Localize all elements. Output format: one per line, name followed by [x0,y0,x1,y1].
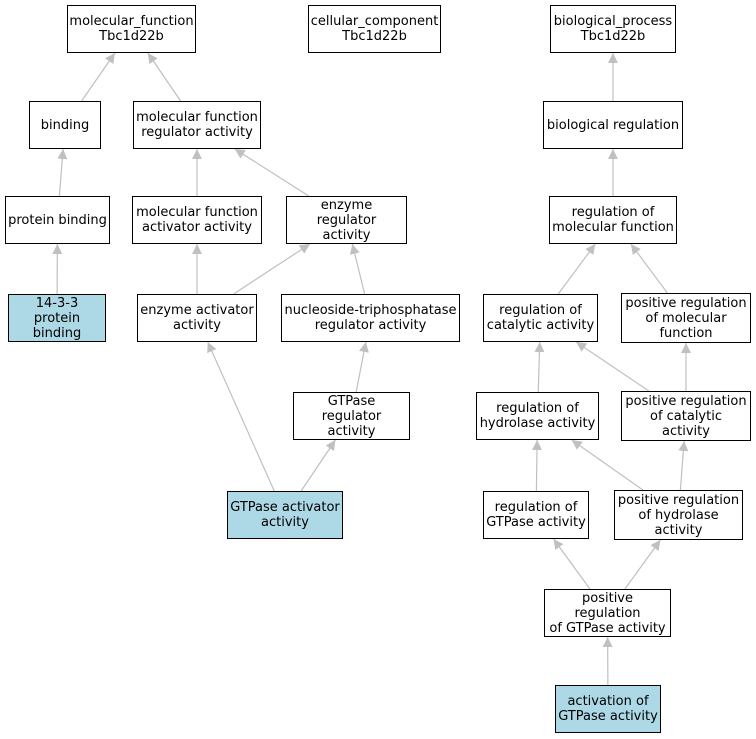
node-label-line: nucleoside-triphosphatase [284,303,457,318]
node-label-line: enzyme activator [140,303,254,318]
node-label-line: Tbc1d22b [342,29,407,44]
edge-gtpreg-to-ntp [355,341,369,393]
node-label-line: regulator activity [141,125,253,140]
node-label-line: activity [327,423,376,439]
node-14-3-3-protein-binding[interactable]: 14-3-3 protein binding [8,294,106,342]
node-label-line: molecular function [552,220,674,235]
edge-reggtp-to-reghyd [531,439,542,492]
node-label-line: regulation of [499,303,582,318]
node-label-line: cellular_component [310,14,439,29]
node-label-line: binding [32,325,82,341]
edge-gtpact-to-enzact [207,341,275,492]
node-biological-regulation[interactable]: biological regulation [543,101,683,149]
node-enzyme-activator-activity[interactable]: enzyme activator activity [137,294,257,342]
edge-posreghyd-to-posregcat [678,440,689,491]
node-label-line: regulation of [496,401,579,416]
edge-layer [52,52,691,686]
node-protein-binding[interactable]: protein binding [5,196,110,244]
node-label-line: of catalytic [649,408,722,424]
node-label-line: positive regulation [617,492,740,508]
node-label-line: positive regulation [625,393,747,409]
node-label-line: activator activity [142,220,252,235]
node-label-line: function [659,325,713,341]
edge-posreggtp-to-posreghyd [624,539,661,590]
node-positive-regulation-of-molecular-function[interactable]: positive regulation of molecular functio… [621,293,751,343]
edge-enzact-to-enzreg [233,243,311,295]
node-label-line: of GTPase activity [549,620,666,636]
edge-mfreg-to-mf [147,52,182,102]
node-positive-regulation-of-catalytic-activity[interactable]: positive regulation of catalytic activit… [621,391,751,441]
node-activation-of-gtpase-activity[interactable]: activation of GTPase activity [555,685,661,733]
node-regulation-of-molecular-function[interactable]: regulation of molecular function [549,196,677,244]
node-label-line: activity [322,227,371,243]
node-label-line: GTPase activity [558,709,658,724]
node-label-line: GTPase activity [486,515,586,530]
node-label-line: molecular function [136,110,258,125]
edge-protbind-to-binding [57,148,68,197]
node-label-line: activation of [567,694,649,709]
node-label-line: activity [654,522,703,538]
edge-posregmf-to-regmf [630,243,668,294]
node-label-line: regulation of [494,500,578,515]
edge-ntp-to-enzreg [349,243,366,295]
node-nucleoside-triphosphatase-regulator-activity[interactable]: nucleoside-triphosphatase regulator acti… [281,294,460,342]
node-label-line: biological_process [553,14,673,29]
node-label-line: activity [173,318,221,333]
node-molecular-function[interactable]: molecular_function Tbc1d22b [67,5,196,53]
node-label-line: activity [261,515,309,530]
node-label-line: Tbc1d22b [580,29,646,44]
node-label-line: Tbc1d22b [99,29,164,44]
node-label-line: protein binding [8,212,107,228]
node-label-line: GTPase activator [230,500,340,515]
node-positive-regulation-of-hydrolase-activity[interactable]: positive regulation of hydrolase activit… [614,490,743,540]
edge-posreghyd-to-reghyd [571,439,644,491]
edge-posregcat-to-regcat [575,341,650,392]
node-label-line: positive regulation [625,295,747,311]
node-gtpase-activator-activity[interactable]: GTPase activator activity [227,491,343,539]
node-label-line: GTPase regulator [321,393,382,424]
node-regulation-of-hydrolase-activity[interactable]: regulation of hydrolase activity [476,392,599,440]
node-label-line: of hydrolase [638,507,719,523]
node-cellular-component[interactable]: cellular_component Tbc1d22b [308,5,441,53]
node-regulation-of-catalytic-activity[interactable]: regulation of catalytic activity [483,294,598,342]
node-label-line: positive regulation [574,590,641,621]
node-label-line: enzyme regulator [316,197,377,228]
node-molecular-function-regulator-activity[interactable]: molecular function regulator activity [133,101,261,149]
edge-posreggtp-to-reggtp [553,538,591,590]
node-label-line: binding [40,117,90,133]
node-label-line: molecular_function [69,14,194,29]
node-biological-process[interactable]: biological_process Tbc1d22b [550,5,676,53]
edge-regcat-to-regmf [557,243,596,295]
edge-reghyd-to-regcat [534,341,545,393]
node-label-line: catalytic activity [486,318,595,333]
edge-enzreg-to-mfreg [234,148,310,197]
node-molecular-function-activator-activity[interactable]: molecular function activator activity [132,196,262,244]
node-label-line: hydrolase activity [479,416,596,431]
node-label-line: molecular function [136,205,258,220]
node-label-line: 14-3-3 protein [33,295,81,326]
node-label-line: biological regulation [546,117,680,133]
node-label-line: activity [662,423,710,439]
node-label-line: of molecular [645,310,727,326]
node-positive-regulation-of-gtpase-activity[interactable]: positive regulation of GTPase activity [544,589,671,637]
node-label-line: regulation of [571,205,655,220]
edge-binding-to-mf [81,52,116,102]
node-regulation-of-gtpase-activity[interactable]: regulation of GTPase activity [483,491,589,539]
node-gtpase-regulator-activity[interactable]: GTPase regulator activity [293,392,410,440]
node-binding[interactable]: binding [29,101,101,149]
edge-gtpact-to-gtpreg [300,439,336,492]
node-label-line: regulator activity [314,318,427,333]
node-enzyme-regulator-activity[interactable]: enzyme regulator activity [286,196,407,244]
